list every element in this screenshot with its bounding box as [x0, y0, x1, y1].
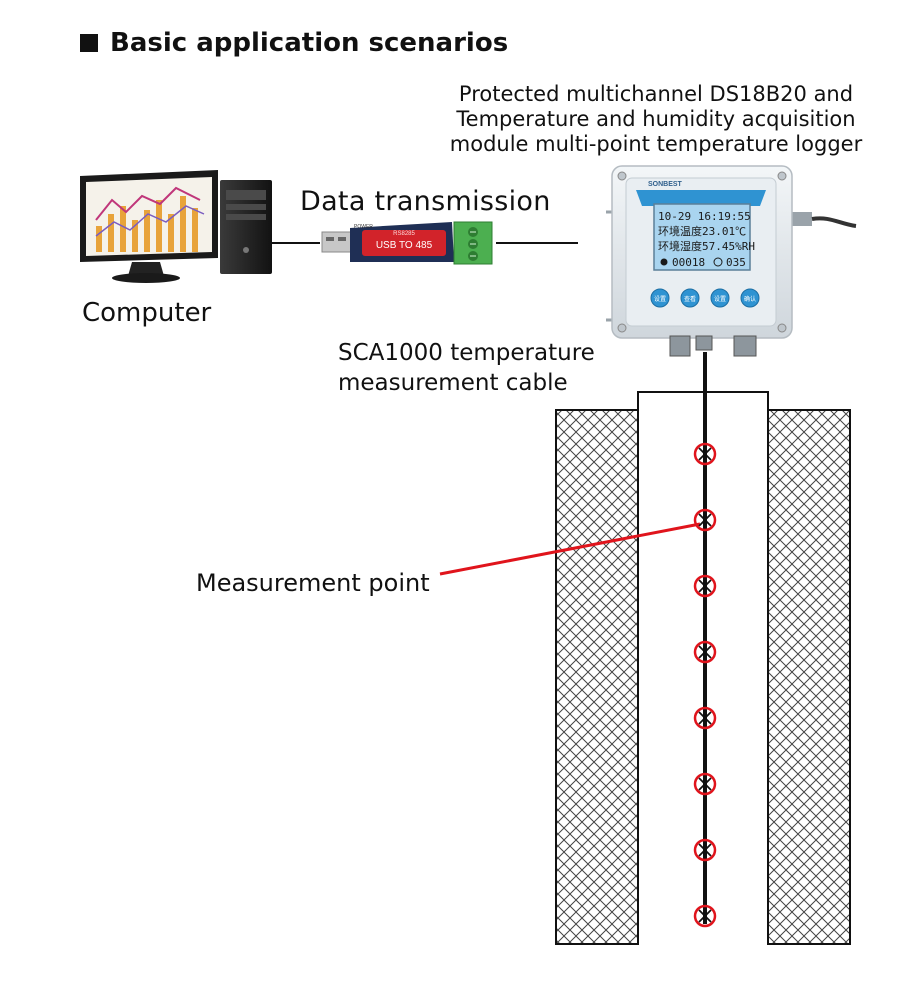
- svg-text:确认: 确认: [744, 295, 756, 303]
- cable-gland-left: [669, 335, 691, 357]
- temperature-logger-device: SONBEST 10-29 16:19:55 环境温度23.01℃ 环境湿度57…: [606, 165, 857, 357]
- measurement-point-pointer: [439, 522, 701, 576]
- brand-label: SONBEST: [648, 181, 683, 188]
- computer-label: Computer: [82, 298, 212, 328]
- logger-title-line-1: Protected multichannel DS18B20 and: [458, 82, 854, 106]
- converter-power-label: POWER: [354, 224, 373, 230]
- measurement-point-marker: [693, 772, 717, 796]
- heading-text: Basic application scenarios: [110, 28, 509, 58]
- logger-title-line-2: Temperature and humidity acquisition: [456, 107, 856, 131]
- lcd-line-1: 10-29 16:19:55: [658, 210, 751, 223]
- svg-text:设置: 设置: [654, 295, 666, 303]
- lcd-line-4-left: 00018: [672, 256, 705, 269]
- logger-title: Protected multichannel DS18B20 and Tempe…: [430, 82, 882, 157]
- lcd-line-2: 环境温度23.01℃: [658, 224, 746, 238]
- cable-label-line-1: SCA1000 temperature: [338, 340, 595, 366]
- cable-label-line-2: measurement cable: [338, 370, 568, 396]
- side-connector: [788, 212, 812, 226]
- lcd-line-3: 环境湿度57.45%RH: [658, 239, 755, 253]
- heading-square-icon: [80, 34, 98, 52]
- logger-button-3: 设置: [710, 288, 730, 308]
- ground-left: [555, 409, 639, 945]
- logger-title-line-3: module multi-point temperature logger: [449, 132, 863, 156]
- cable-gland-right: [733, 335, 757, 357]
- measurement-point-marker: [693, 508, 717, 532]
- cable-gland-center: [695, 335, 713, 351]
- logger-button-1: 设置: [650, 288, 670, 308]
- logger-button-4: 确认: [740, 288, 760, 308]
- page-heading: Basic application scenarios: [80, 28, 508, 58]
- measurement-point-marker: [693, 838, 717, 862]
- usb-to-485-converter: USB TO 485 RS8285 POWER: [321, 221, 493, 265]
- svg-text:设置: 设置: [714, 295, 726, 303]
- measurement-point-marker: [693, 442, 717, 466]
- lcd-screen: [653, 203, 751, 271]
- converter-red-panel: [362, 230, 446, 256]
- measurement-point-label: Measurement point: [196, 569, 430, 597]
- converter-top-label: RS8285: [393, 231, 415, 237]
- computer-icon: [80, 170, 272, 283]
- data-transmission-label: Data transmission: [300, 186, 551, 217]
- measurement-point-marker: [693, 574, 717, 598]
- measurement-point-marker: [693, 706, 717, 730]
- svg-text:查看: 查看: [684, 295, 696, 303]
- measurement-point-marker: [693, 640, 717, 664]
- measurement-points: [693, 442, 717, 928]
- cable-label: SCA1000 temperature measurement cable: [338, 338, 595, 398]
- ground-right: [767, 409, 851, 945]
- converter-main-label: USB TO 485: [376, 240, 433, 251]
- measurement-point-marker: [693, 904, 717, 928]
- logger-button-2: 查看: [680, 288, 700, 308]
- lcd-line-4-right: 035: [726, 256, 746, 269]
